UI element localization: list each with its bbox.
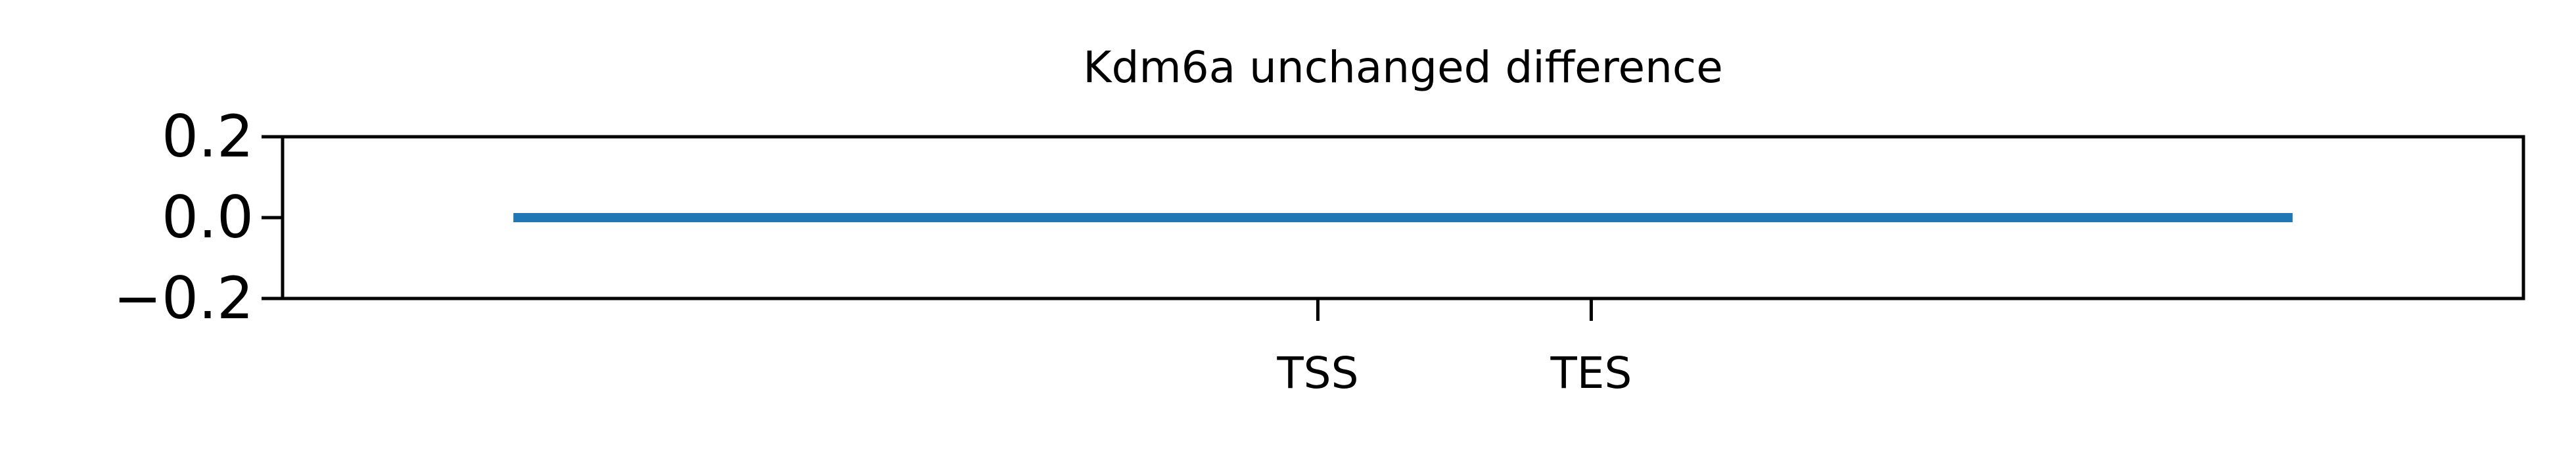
y-tick-label: 0.0 — [162, 183, 254, 251]
y-axis: 0.2 0.0 −0.2 — [113, 103, 283, 332]
plot-frame — [281, 135, 2525, 300]
x-tick-label: TSS — [1276, 348, 1358, 398]
chart-title: Kdm6a unchanged difference — [1083, 42, 1723, 93]
x-axis: TSS TES — [1276, 298, 1632, 398]
x-tick-label: TES — [1550, 348, 1632, 398]
y-tick-label: −0.2 — [113, 264, 254, 332]
y-tick-label: 0.2 — [162, 103, 254, 170]
